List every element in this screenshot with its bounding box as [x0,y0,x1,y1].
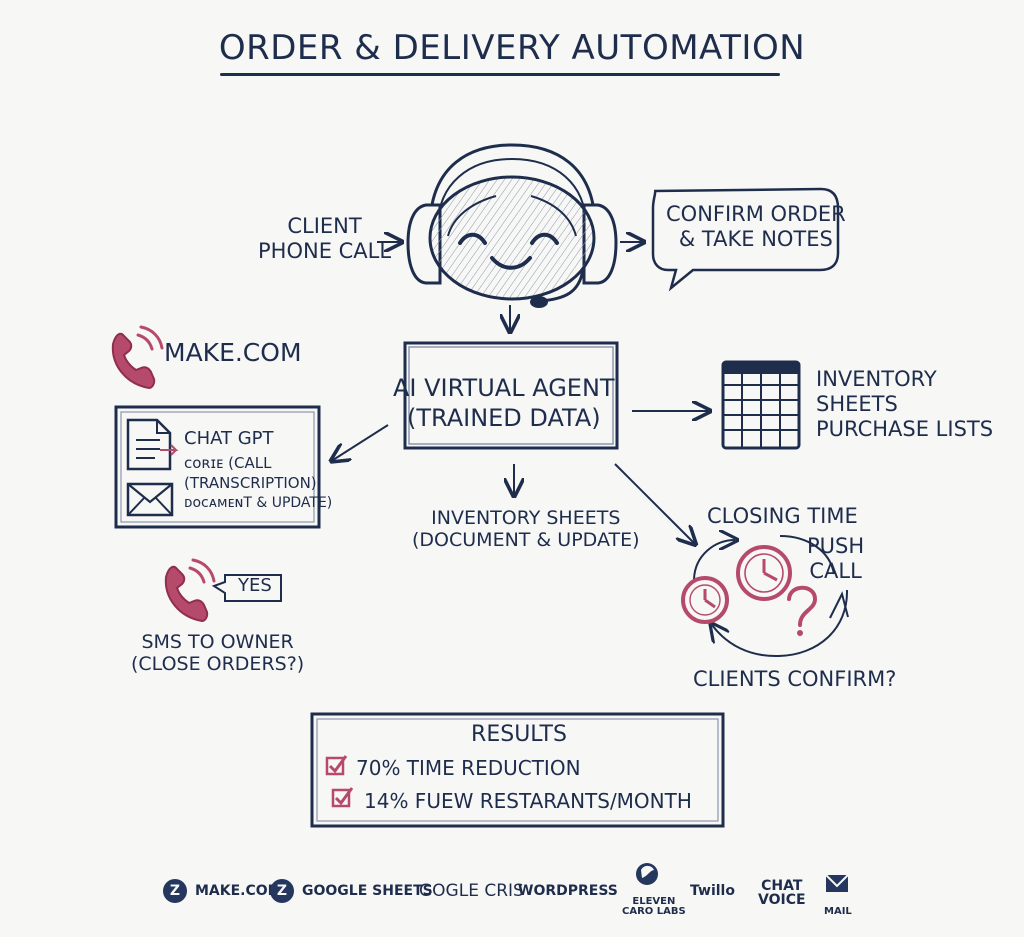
footer-twilio: Twillo [690,870,735,912]
document-icon [126,418,179,471]
footer-chat-voice: CHAT VOICE [758,872,806,914]
footer-make: Z MAKE.COM [163,870,282,912]
footer-google-cris-text: GOGLE CRIS [419,881,524,901]
client-call-line-2: PHONE CALL [258,238,392,263]
results-check-icons [325,755,354,808]
footer-make-text: MAKE.COM [195,883,282,899]
chat-detail-line-1: ᴄᴏʀɪᴇ (CALL [184,454,272,472]
footer-wordpress: WORDPRESS [518,870,618,912]
chat-voice-line-2: VOICE [758,892,806,908]
eleven-labs-text: ELEVEN CARO LABS [622,897,686,917]
eleven-labs-logo [636,863,658,885]
client-call-label: CLIENT PHONE CALL [258,214,391,264]
footer-google-cris: GOGLE CRIS [419,870,524,912]
chat-voice-line-1: CHAT [761,878,803,894]
chat-voice-text: CHAT VOICE [758,879,806,907]
eleven-line-1: ELEVEN [632,896,676,907]
footer-mail-text: MAIL [824,905,852,917]
page-title: ORDER & DELIVERY AUTOMATION [218,28,806,68]
inventory-bottom-line-2: (DOCUMENT & UPDATE) [412,529,640,552]
confirm-order-label: CONFIRM ORDER & TAKE NOTES [666,202,846,252]
push-call-label: PUSH CALL [807,534,864,584]
agent-line-1: AI VIRTUAL AGENT [393,374,615,402]
mail-icon [126,482,174,517]
footer-twilio-text: Twillo [690,883,735,899]
footer-google-sheets-text: GOOGLE SHEETS [302,883,433,899]
confirm-line-2: & TAKE NOTES [678,226,833,251]
result-item-restaurants-month: 14% FUEW RESTARANTS/MONTH [364,789,692,813]
result-item-time-reduction: 70% TIME REDUCTION [356,756,581,780]
clock-cycle-icon [681,536,849,658]
push-line-2: CALL [809,558,862,583]
inventory-right-line-3: PURCHASE LISTS [816,416,994,441]
confirm-line-1: CONFIRM ORDER [666,202,846,226]
push-line-1: PUSH [807,534,865,558]
results-title: RESULTS [471,722,567,747]
inventory-bottom-label: INVENTORY SHEETS (DOCUMENT & UPDATE) [412,507,640,552]
sms-line-1: SMS TO OWNER [141,631,294,653]
mail-footer-icon [825,874,849,892]
sms-line-2: (CLOSE ORDERS?) [131,653,305,676]
yes-label: YES [238,575,272,596]
footer-wordpress-text: WORDPRESS [518,883,618,899]
footer-google-sheets: Z GOOGLE SHEETS [270,870,433,912]
ai-agent-label: AI VIRTUAL AGENT (TRAINED DATA) [393,373,615,433]
chat-detail-line-2: (TRANSCRIPTION) [184,474,317,492]
spreadsheet-icon [721,360,801,450]
inventory-right-line-2: SHEETS [816,391,898,416]
agent-line-2: (TRAINED DATA) [406,404,601,432]
eleven-line-2: CARO LABS [622,906,686,917]
make-phone-icon [111,325,164,390]
ai-agent-box [403,341,619,450]
ai-agent-headset-icon [406,143,618,308]
footer-eleven-labs: ELEVEN CARO LABS [622,886,686,928]
footer-mail: MAIL [824,890,852,932]
inventory-right-label: INVENTORY SHEETS PURCHASE LISTS [816,367,993,441]
speech-bubble [651,187,840,292]
sms-phone-icon [164,558,216,623]
clients-confirm-label: CLIENTS CONFIRM? [693,667,897,691]
results-box [310,712,725,828]
make-com-label: MAKE.COM [164,338,302,367]
title-underline [220,73,780,76]
google-sheets-logo-icon: Z [270,879,294,903]
sms-owner-label: SMS TO OWNER (CLOSE ORDERS?) [131,631,304,676]
client-call-line-1: CLIENT [287,214,362,238]
yes-bubble [211,574,282,602]
closing-time-label: CLOSING TIME [707,504,858,528]
inventory-right-line-1: INVENTORY [816,367,937,391]
inventory-bottom-line-1: INVENTORY SHEETS [431,507,621,529]
chat-gpt-title: CHAT GPT [184,428,274,449]
make-logo-icon: Z [163,879,187,903]
chat-detail-line-3: ᴅᴏᴄᴀᴍᴇɴT & UPDATE) [184,495,333,511]
